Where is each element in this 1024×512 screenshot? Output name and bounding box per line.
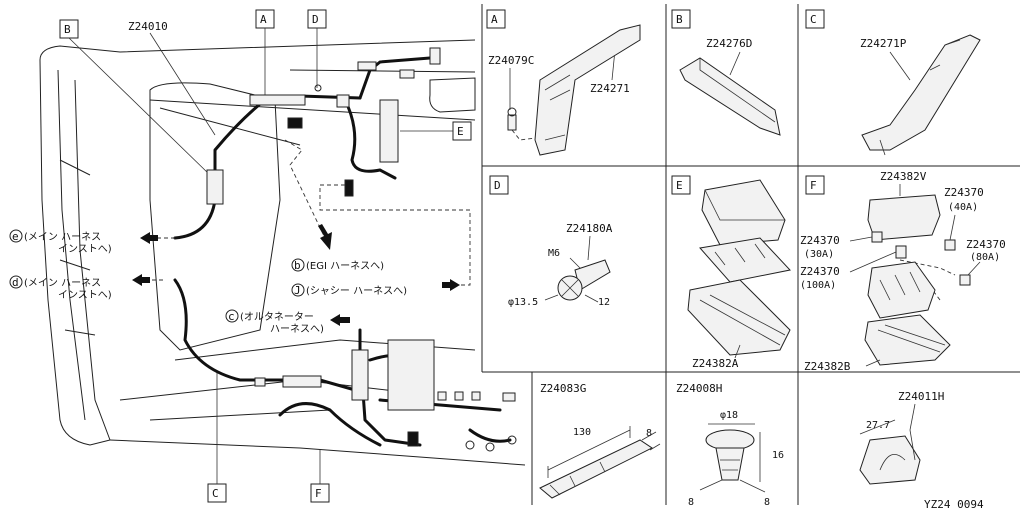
main-part-number: Z24010 [128, 20, 168, 33]
panel-a-part-0: Z24079C [488, 54, 534, 67]
arrow-d-icon [132, 274, 150, 286]
main-vehicle-diagram: Z24010 B A D E C F [9, 9, 526, 503]
panel-a-letter: A [491, 13, 498, 26]
detail-panel-grid [481, 4, 1020, 505]
callout-a-main: A [260, 13, 267, 26]
panel-a: A Z24079C Z24271 [486, 9, 641, 156]
panel-g-dim-1: 8 [646, 428, 652, 439]
arrow-label-c-text: (オルタネーター [240, 311, 314, 323]
panel-f: F Z24382V Z24370 (40A) Z24370 (30A) Z243… [800, 170, 1006, 373]
panel-i-dim-0: 27.7 [866, 420, 890, 431]
arrow-label-b-text: (EGI ハーネスへ) [306, 260, 384, 272]
panel-c-letter: C [810, 13, 817, 26]
panel-e: E Z24382A [671, 175, 791, 370]
panel-f-rating-2: (100A) [800, 280, 836, 291]
callout-c-main: C [212, 487, 219, 500]
panel-a-part-1: Z24271 [590, 82, 630, 95]
panel-h-dim-3: 8 [764, 497, 770, 508]
panel-b: B Z24276D [671, 9, 781, 136]
callout-b-main: B [64, 23, 71, 36]
panel-g-part-0: Z24083G [540, 382, 586, 395]
panel-h-part-0: Z24008H [676, 382, 722, 395]
panel-d-label-m6: M6 [548, 248, 560, 259]
panel-f-part-5: Z24382B [804, 360, 851, 373]
panel-c-part-0: Z24271P [860, 37, 907, 50]
panel-d-label-12: 12 [598, 297, 610, 308]
arrow-label-e-text: (メイン ハーネス [24, 231, 101, 243]
callout-f-main: F [315, 487, 322, 500]
panel-e-letter: E [676, 179, 683, 192]
arrow-label-d-text: (メイン ハーネス [24, 277, 101, 289]
arrow-label-d-text2: インストへ) [58, 290, 112, 301]
panel-b-part-0: Z24276D [706, 37, 752, 50]
arrow-b-icon [318, 224, 332, 250]
panel-f-rating-1: (30A) [804, 249, 834, 260]
arrow-label-d-letter: d [12, 276, 19, 289]
panel-i-part-0: Z24011H [898, 390, 944, 403]
arrow-label-c-text2: ハーネスへ) [270, 323, 324, 335]
panel-d-label-dia: φ13.5 [508, 297, 538, 308]
panel-f-part-1: Z24370 [944, 186, 984, 199]
panel-g-dim-0: 130 [573, 427, 591, 438]
panel-h-dim-0: φ18 [720, 410, 738, 421]
panel-f-part-2: Z24370 [800, 234, 840, 247]
arrow-label-e-text2: インストへ) [58, 244, 112, 255]
panel-c: C Z24271P [805, 9, 981, 156]
panel-f-part-4: Z24370 [966, 238, 1006, 251]
panel-h-dim-1: 16 [772, 450, 784, 461]
panel-f-part-3: Z24370 [800, 265, 840, 278]
arrow-label-e-letter: e [12, 230, 19, 243]
panel-f-rating-0: (40A) [948, 202, 978, 213]
panel-f-rating-3: (80A) [970, 252, 1000, 263]
arrow-label-c-letter: c [228, 310, 235, 323]
arrow-label-b-letter: b [294, 259, 301, 272]
arrow-label-j-letter: J [294, 284, 301, 297]
panel-f-part-0: Z24382V [880, 170, 927, 183]
callout-e-main: E [457, 125, 464, 138]
arrow-j-icon [442, 279, 460, 291]
panel-d-letter: D [494, 179, 501, 192]
panel-i: Z24011H 27.7 [859, 390, 944, 485]
arrow-label-j-text: (シャシー ハーネスへ) [306, 285, 407, 297]
panel-d-part-0: Z24180A [566, 222, 613, 235]
arrow-e-icon [140, 232, 158, 244]
panel-f-letter: F [810, 179, 817, 192]
panel-e-part-0: Z24382A [692, 357, 739, 370]
panel-h: Z24008H φ18 16 8 8 [676, 382, 784, 508]
panel-d: D Z24180A M6 φ13.5 12 [489, 175, 613, 308]
panel-h-dim-2: 8 [688, 497, 694, 508]
panel-g: Z24083G 130 8 [539, 382, 661, 499]
panel-b-letter: B [676, 13, 683, 26]
arrow-c-icon [330, 314, 350, 326]
figure-code: YZ24 0094 [924, 498, 984, 511]
callout-d-main: D [312, 13, 319, 26]
